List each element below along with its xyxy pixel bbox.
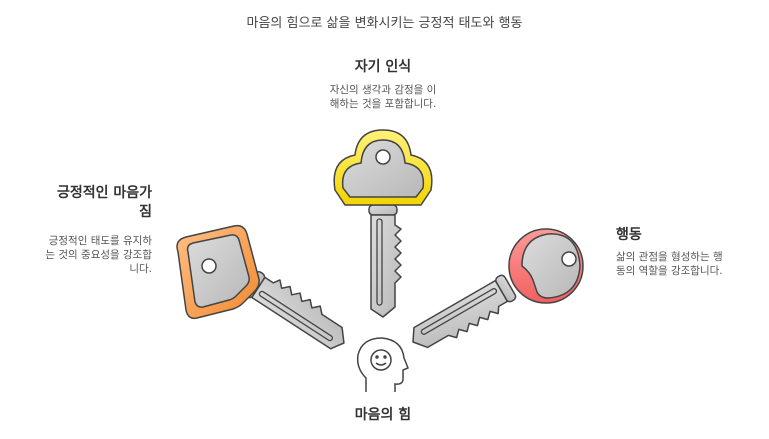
diagram-title: 마음의 힘으로 삶을 변화시키는 긍정적 태도와 행동 <box>246 16 523 31</box>
self-awareness-title: 자기 인식 <box>354 59 412 75</box>
positive-mindset-key-icon <box>176 224 355 356</box>
description-line: 해하는 것을 포함합니다. <box>329 98 437 110</box>
center-label: 마음의 힘 <box>354 407 412 423</box>
head-smile-icon <box>356 337 409 392</box>
description-line: 니다. <box>129 263 152 275</box>
description-line: 동의 역할을 강조합니다. <box>616 265 723 277</box>
description-line: 긍정적인 태도를 유지하 <box>48 235 152 247</box>
description-line: 자신의 생각과 감정을 이 <box>329 84 437 96</box>
title-line: 짐 <box>139 204 152 220</box>
action-key-icon <box>405 228 584 359</box>
description-line: 는 것의 중요성을 강조합 <box>45 249 152 261</box>
positive-mindset-title: 긍정적인 마음가 짐 <box>20 184 152 222</box>
self-awareness-key-icon <box>333 129 433 318</box>
positive-mindset-description: 긍정적인 태도를 유지하 는 것의 중요성을 강조합 니다. <box>10 234 152 276</box>
action-title: 행동 <box>616 227 642 243</box>
description-line: 삶의 관점을 형성하는 행 <box>616 251 723 263</box>
self-awareness-description: 자신의 생각과 감정을 이 해하는 것을 포함합니다. <box>300 83 466 111</box>
action-description: 삶의 관점을 형성하는 행 동의 역할을 강조합니다. <box>616 250 723 278</box>
title-line: 긍정적인 마음가 <box>56 185 152 201</box>
